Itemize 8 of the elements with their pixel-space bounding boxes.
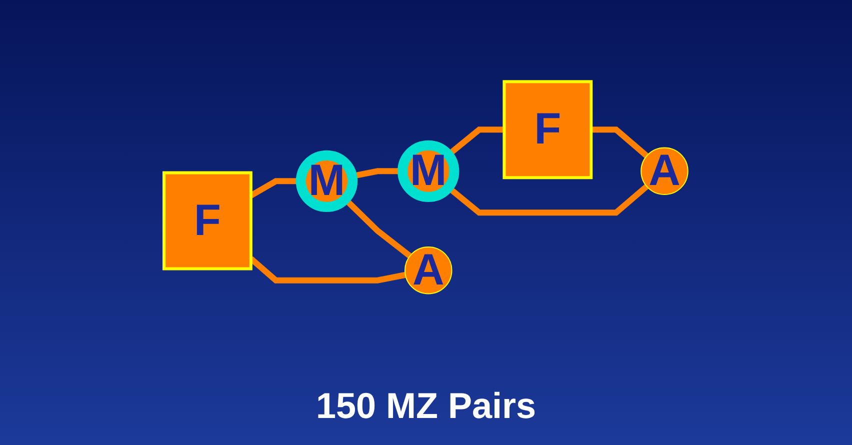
node-box: F bbox=[502, 80, 593, 180]
node-circle: M bbox=[296, 150, 358, 212]
node-box: F bbox=[162, 171, 252, 270]
node-circle: M bbox=[398, 140, 460, 202]
footer-text: 150 MZ Pairs bbox=[314, 385, 538, 427]
node-circle: A bbox=[404, 246, 452, 294]
node-circle: A bbox=[640, 147, 688, 196]
connector bbox=[591, 126, 649, 158]
